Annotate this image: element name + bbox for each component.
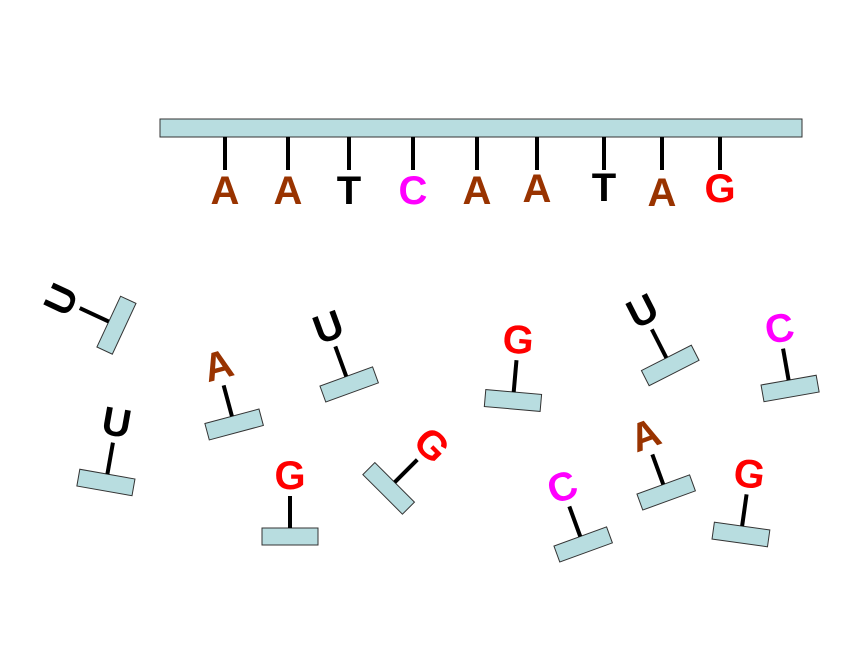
template-base-letter: A	[274, 169, 303, 213]
free-nucleotide: G	[711, 451, 771, 548]
template-base: C	[399, 137, 428, 213]
nucleotide-base-letter: C	[762, 305, 798, 353]
nucleotide-base-letter: A	[624, 410, 666, 461]
template-base: T	[337, 137, 361, 213]
free-nucleotide: A	[624, 410, 697, 511]
template-base: A	[211, 137, 240, 213]
nucleotide-sugar-block	[96, 295, 137, 355]
nucleotide-base-letter: U	[36, 277, 88, 322]
nucleotide-stem	[221, 384, 234, 417]
template-base-letter: A	[523, 167, 552, 211]
nucleotide-stem	[511, 359, 519, 393]
nucleotide-sugar-block	[319, 366, 380, 403]
template-base: G	[704, 137, 736, 211]
nucleotide-sugar-block	[76, 468, 136, 497]
template-base: A	[274, 137, 303, 213]
nucleotide-stem	[650, 328, 669, 359]
nucleotide-sugar-block	[204, 408, 264, 441]
template-base: A	[648, 137, 677, 215]
free-nucleotide: U	[307, 302, 380, 403]
nucleotide-sugar-block	[711, 521, 771, 548]
template-base-letter: A	[463, 169, 492, 213]
nucleotide-base-letter: C	[541, 462, 583, 513]
free-nucleotide: U	[76, 399, 136, 497]
template-base: A	[463, 137, 492, 213]
nucleotide-stem	[740, 494, 749, 527]
nucleotide-base-letter: G	[501, 317, 536, 364]
nucleotide-base-letter: G	[731, 451, 768, 499]
nucleotide-sugar-block	[261, 527, 319, 546]
template-base-letter: A	[211, 169, 240, 213]
nucleotide-stem	[781, 348, 791, 381]
free-nucleotide: C	[541, 462, 614, 563]
nucleotide-base-letter: U	[98, 399, 134, 447]
template-strand-backbone	[159, 118, 803, 138]
nucleotide-sugar-block	[760, 374, 820, 403]
free-nucleotide: U	[36, 277, 137, 355]
nucleotide-base-letter: U	[307, 302, 349, 353]
free-nucleotide: U	[620, 285, 700, 387]
free-nucleotide: G	[362, 419, 458, 515]
nucleotide-base-letter: A	[199, 341, 238, 391]
nucleotide-base-letter: G	[274, 454, 305, 498]
nucleotide-sugar-block	[553, 526, 614, 563]
nucleotide-stem	[105, 442, 115, 475]
template-base-letter: T	[592, 166, 616, 210]
free-nucleotide: C	[760, 305, 820, 403]
template-base-letter: T	[337, 169, 361, 213]
nucleotide-stem	[333, 345, 349, 378]
nucleotide-sugar-block	[640, 344, 700, 387]
nucleotide-sugar-block	[636, 474, 697, 511]
free-nucleotide: A	[199, 341, 264, 441]
nucleotide-stem	[393, 458, 419, 484]
nucleotide-sugar-block	[483, 389, 543, 412]
nucleotide-stem	[650, 453, 666, 486]
template-base: A	[523, 137, 552, 211]
template-base-letter: G	[704, 167, 735, 211]
nucleotide-stem	[567, 505, 583, 538]
free-nucleotide: G	[261, 454, 319, 546]
free-nucleotide: G	[483, 317, 543, 412]
nucleotide-base-letter: U	[620, 285, 666, 337]
template-base: T	[592, 137, 616, 210]
template-base-letter: A	[648, 171, 677, 215]
template-base-letter: C	[399, 169, 428, 213]
nucleotide-stem	[78, 306, 110, 324]
